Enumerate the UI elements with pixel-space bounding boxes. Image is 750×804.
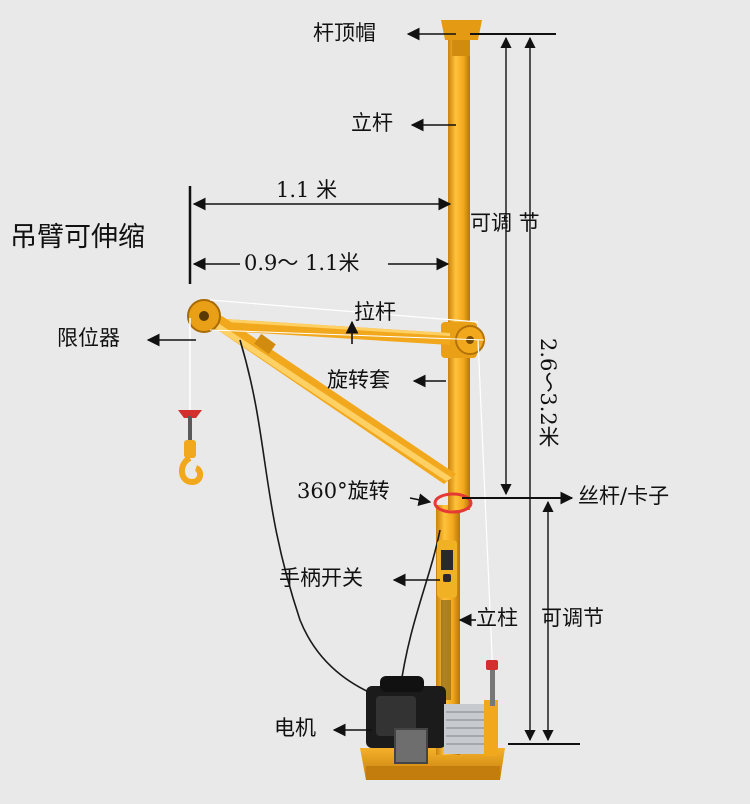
- label-limiter: 限位器: [57, 326, 120, 350]
- boom-pulley: [187, 299, 221, 333]
- label-top-cap: 杆顶帽: [313, 21, 376, 45]
- label-screw-clamp: 丝杆/卡子: [578, 484, 670, 508]
- label-column: 立柱: [476, 606, 518, 630]
- label-boom-retractable: 吊臂可伸缩: [10, 222, 145, 253]
- boom-horizontal: [210, 318, 450, 345]
- hook: [178, 410, 204, 486]
- label-total-height: 2.6～3.2米: [536, 338, 560, 447]
- label-rotating-sleeve: 旋转套: [327, 368, 390, 392]
- label-motor: 电机: [274, 716, 316, 740]
- top-cap: [441, 20, 482, 56]
- motor-winch: [366, 660, 498, 764]
- label-adjustable-upper: 可调 节: [470, 211, 540, 235]
- label-boom-range: 0.9～ 1.1米: [244, 251, 360, 275]
- dimension-lines: [188, 33, 580, 745]
- label-adjustable-lower: 可调节: [541, 606, 604, 630]
- callout-arrows: [146, 27, 574, 737]
- label-rotation-360: 360°旋转: [297, 479, 390, 503]
- label-pull-rod: 拉杆: [354, 300, 396, 324]
- label-boom-length: 1.1 米: [276, 178, 338, 202]
- label-upright-pole: 立杆: [351, 111, 393, 135]
- wire-ropes: [189, 299, 495, 701]
- handle-switch: [437, 540, 457, 598]
- rotating-sleeve: [441, 322, 485, 358]
- boom-brace: [206, 316, 456, 484]
- rotation-ring: [433, 492, 473, 514]
- label-handle-switch: 手柄开关: [279, 566, 363, 590]
- upright-pole: [448, 40, 470, 510]
